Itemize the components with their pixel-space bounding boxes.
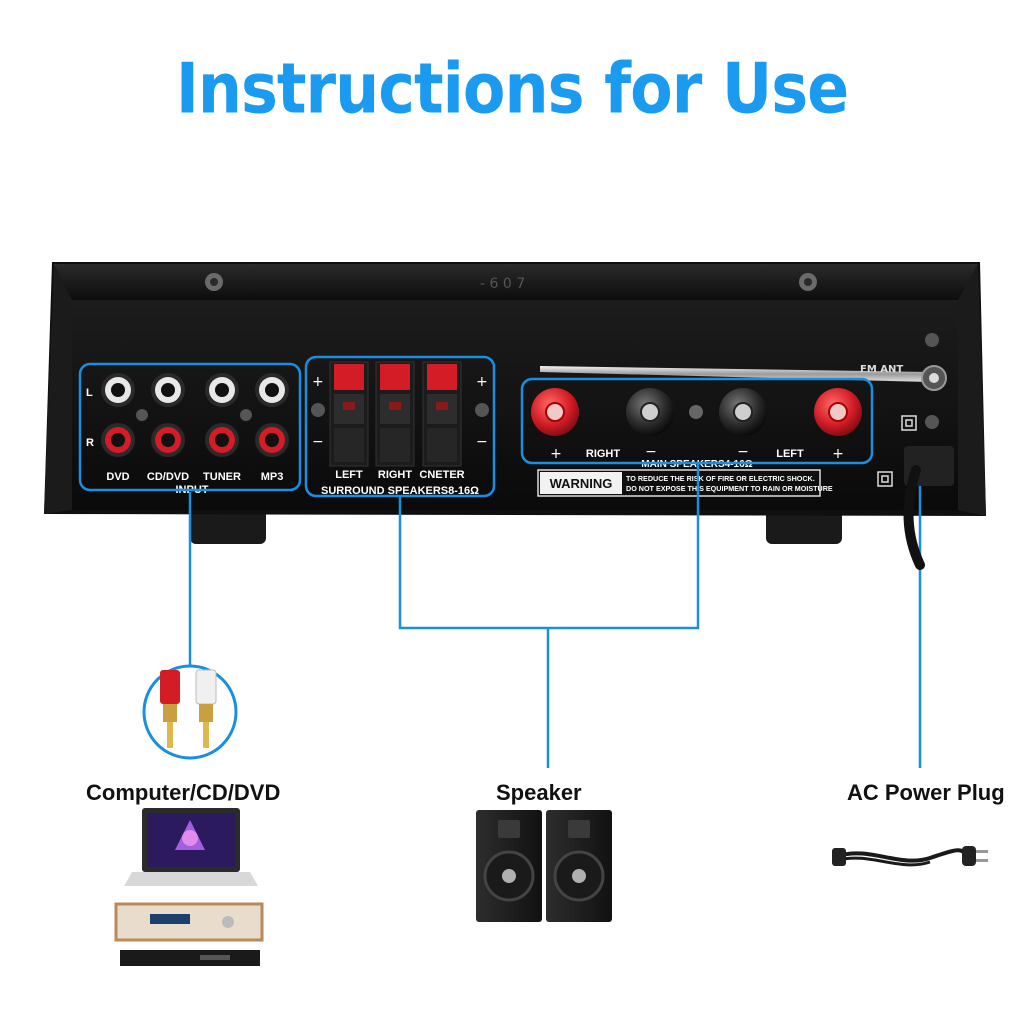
- page-title: Instructions for Use: [175, 47, 849, 130]
- svg-text:−: −: [645, 444, 657, 460]
- main-label-right: RIGHT: [586, 448, 621, 460]
- power-cord: [903, 446, 954, 570]
- rca-jack-icon: [151, 373, 185, 407]
- svg-text:+: +: [832, 446, 844, 462]
- svg-text:+: +: [550, 446, 562, 462]
- rca-jack-icon: [205, 423, 239, 457]
- svg-text:TO REDUCE THE RISK OF FIRE OR: TO REDUCE THE RISK OF FIRE OR ELECTRIC S…: [626, 474, 815, 483]
- surround-label-right: RIGHT: [378, 469, 413, 481]
- binding-post-right-plus: [531, 388, 579, 436]
- input-label-cddvd: CD/DVD: [147, 471, 189, 483]
- laptop-dvd-player-icon: [114, 808, 264, 966]
- surround-speaker-section: + + − − LEFT RIGHT CNETER SURROUND SPEAK…: [311, 361, 489, 497]
- svg-text:DO NOT EXPOSE THIS EQUIPMENT T: DO NOT EXPOSE THIS EQUIPMENT TO RAIN OR …: [626, 484, 833, 493]
- input-callout-box: [78, 362, 302, 492]
- rca-plug-icon: [142, 664, 238, 760]
- svg-text:−: −: [312, 434, 324, 450]
- rca-jack-icon: [151, 423, 185, 457]
- binding-post-left-plus: [814, 388, 862, 436]
- input-label-tuner: TUNER: [203, 471, 241, 483]
- input-rca-section: L R DVD CD/DVD TUNER MP3 INPUT: [86, 373, 289, 496]
- spring-clip-terminal: [329, 361, 369, 467]
- input-label-mp3: MP3: [261, 471, 284, 483]
- binding-post-right-minus: [626, 388, 674, 436]
- svg-text:−: −: [737, 444, 749, 460]
- source-label-speaker: Speaker: [496, 780, 582, 805]
- surround-group-label: SURROUND SPEAKERS8-16Ω: [321, 485, 479, 497]
- power-cord-icon: [832, 846, 988, 867]
- binding-post-left-minus: [719, 388, 767, 436]
- source-label-computer: Computer/CD/DVD: [86, 780, 281, 805]
- warning-label: WARNING TO REDUCE THE RISK OF FIRE OR EL…: [537, 469, 833, 497]
- svg-text:+: +: [476, 374, 488, 390]
- screw-icon: [136, 409, 148, 421]
- svg-text:WARNING: WARNING: [550, 476, 613, 491]
- surround-label-left: LEFT: [335, 469, 363, 481]
- insulation-symbol-icon: [901, 415, 917, 431]
- panel-mark: - 6 0 7: [480, 276, 525, 292]
- antenna-label: FM ANT: [860, 364, 903, 375]
- rca-jack-icon: [101, 423, 135, 457]
- main-label-left: LEFT: [776, 448, 804, 460]
- surround-label-center: CNETER: [419, 469, 464, 481]
- rca-jack-icon: [255, 423, 289, 457]
- speaker-pair-icon: [476, 810, 612, 922]
- spring-clip-terminal: [422, 361, 462, 467]
- svg-text:−: −: [476, 434, 488, 450]
- spring-clip-terminal: [375, 361, 415, 467]
- input-label-dvd: DVD: [106, 471, 129, 483]
- rca-jack-icon: [101, 373, 135, 407]
- connector-lines: [188, 462, 922, 768]
- svg-text:+: +: [312, 374, 324, 390]
- channel-label-l: L: [86, 387, 93, 399]
- rca-jack-icon: [205, 373, 239, 407]
- screw-icon: [240, 409, 252, 421]
- rca-jack-icon: [255, 373, 289, 407]
- source-label-power: AC Power Plug: [847, 780, 1005, 805]
- channel-label-r: R: [86, 437, 94, 449]
